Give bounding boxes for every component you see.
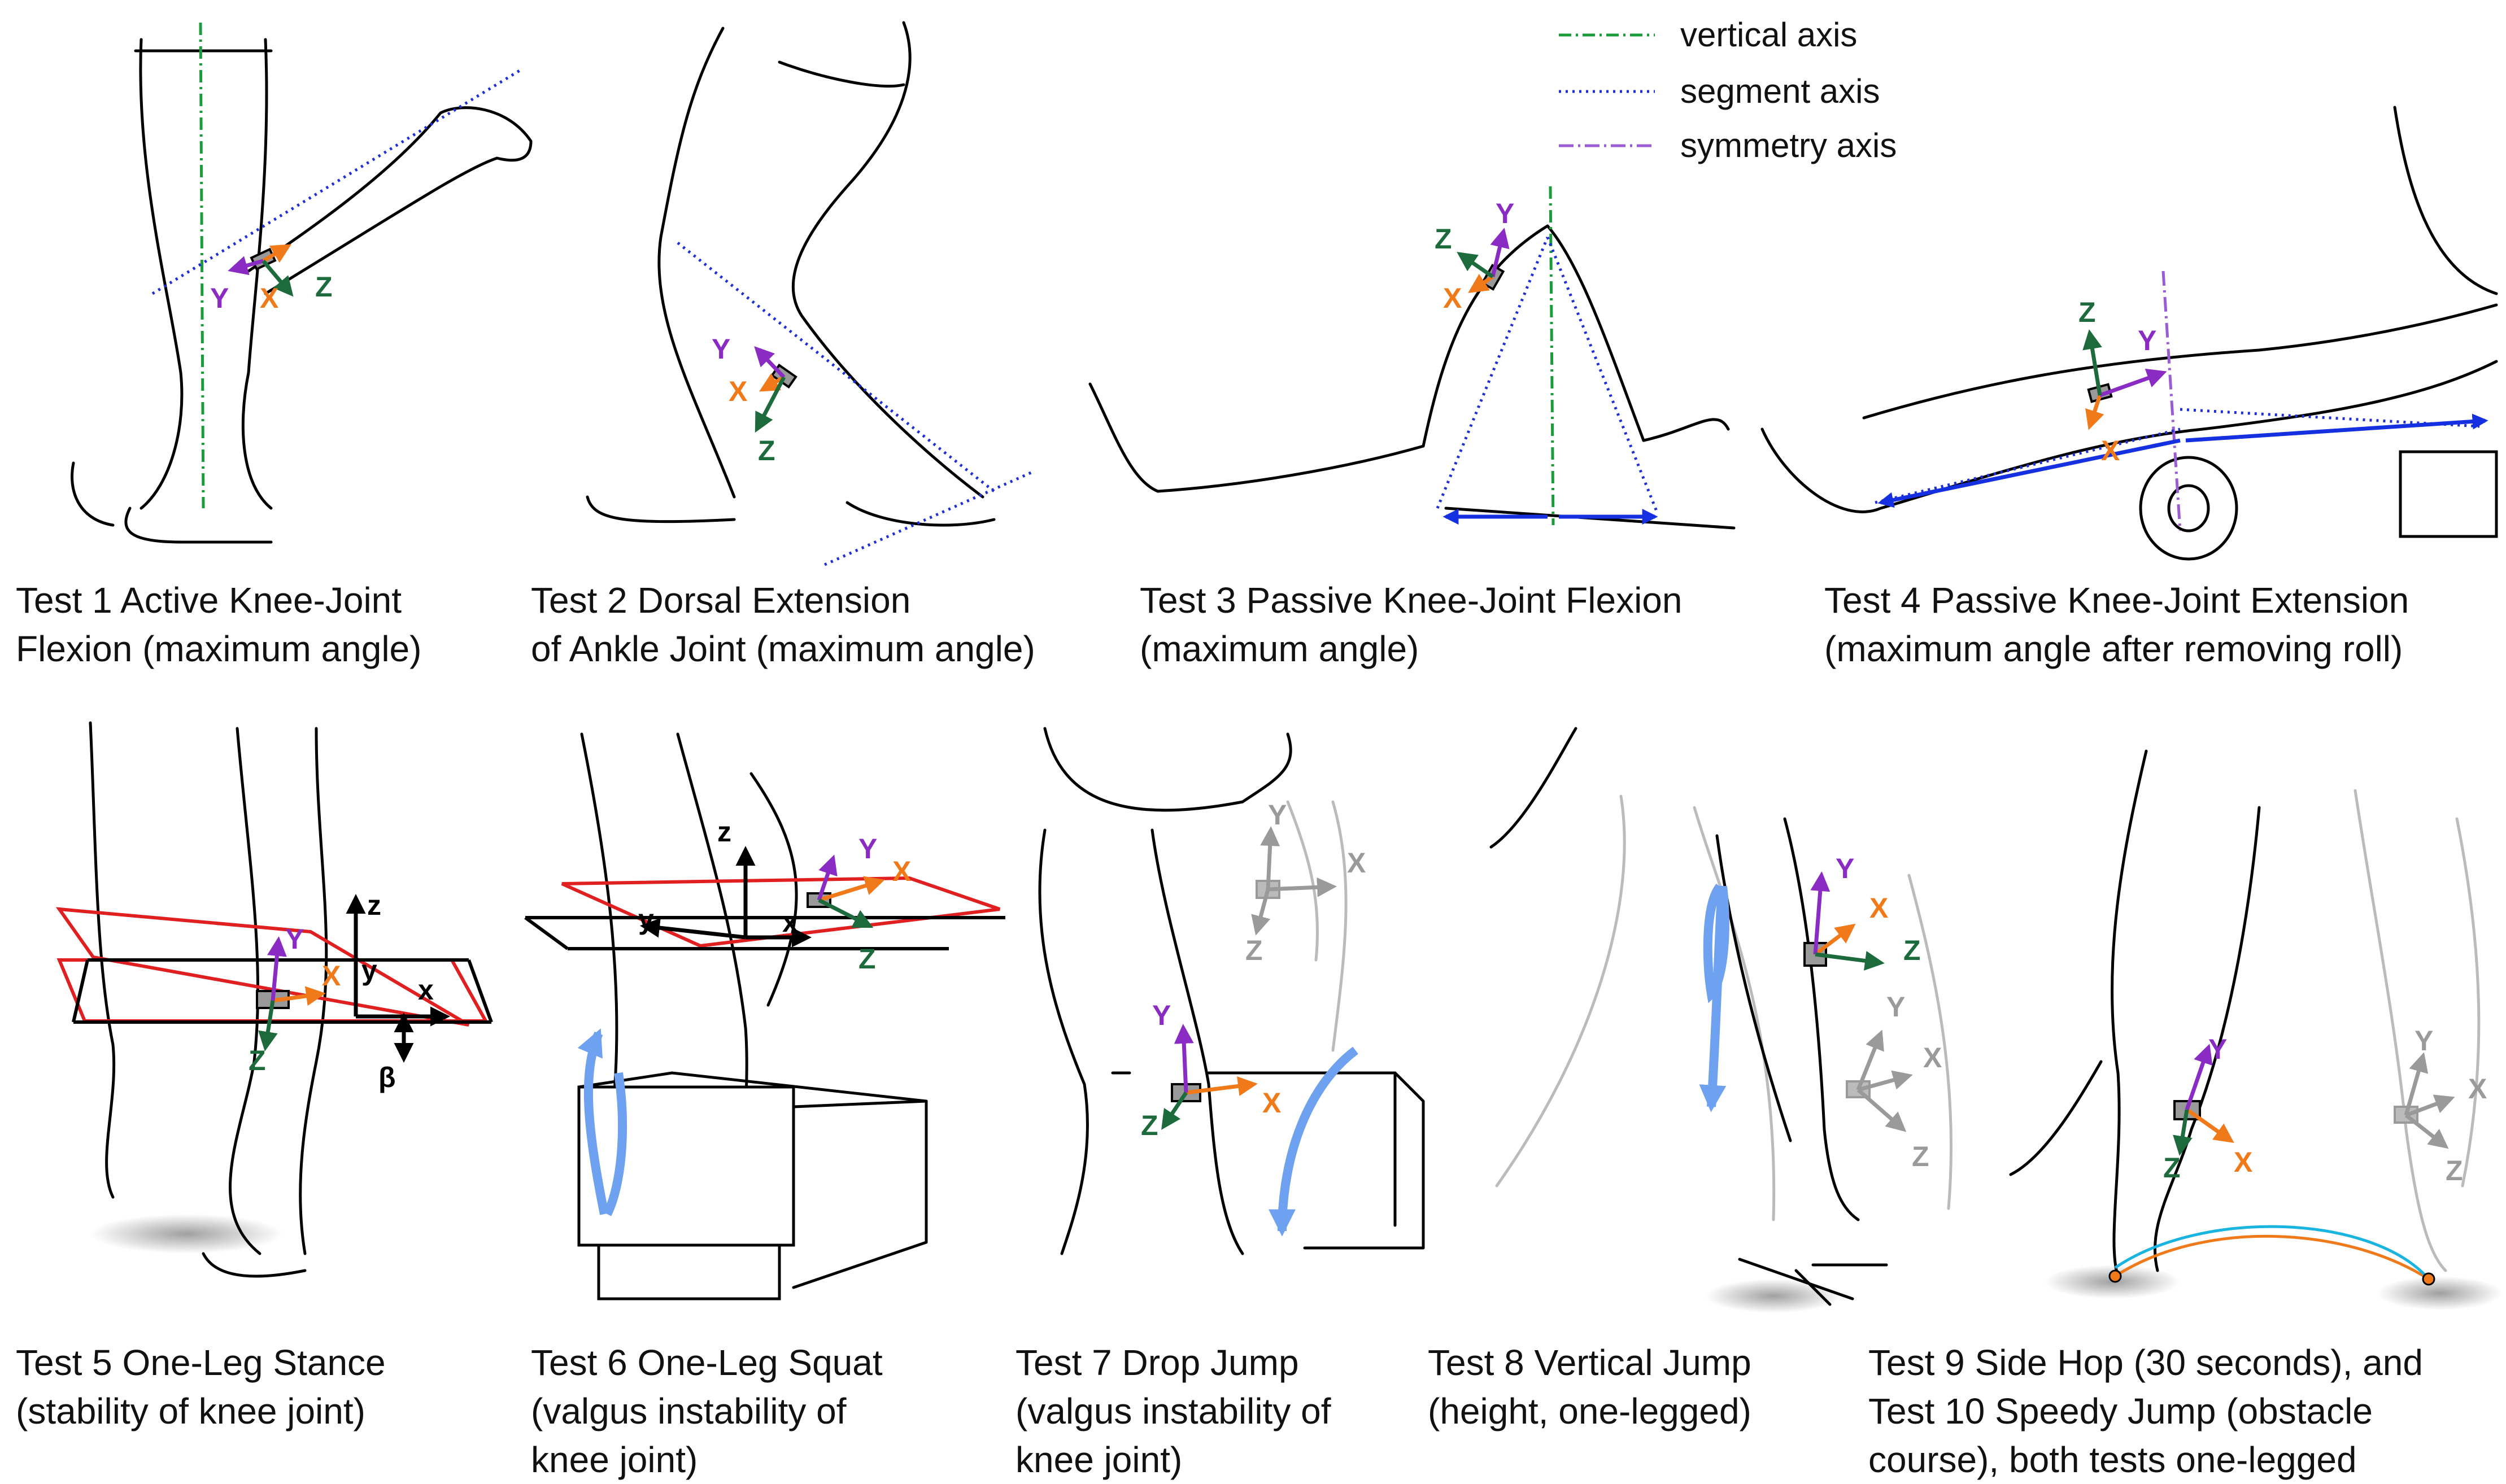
svg-text:y: y: [361, 954, 377, 986]
panel-test7-illustration: X Y Z X Y Z: [1038, 727, 1425, 1255]
panel-test4-illustration: X Y Z: [1760, 106, 2498, 561]
svg-text:Y: Y: [285, 923, 304, 955]
svg-text:Z: Z: [315, 271, 333, 303]
caption-test9: Test 9 Side Hop (30 seconds), and Test 1…: [1868, 1342, 2423, 1480]
svg-text:Y: Y: [1268, 799, 1287, 831]
svg-text:X: X: [1443, 282, 1462, 314]
caption-test6: Test 6 One-Leg Squat (valgus instability…: [531, 1342, 883, 1480]
svg-text:z: z: [367, 889, 381, 921]
legend-vertical-axis-label: vertical axis: [1680, 16, 1857, 54]
svg-text:x: x: [782, 906, 798, 938]
svg-text:Y: Y: [2208, 1033, 2227, 1065]
svg-text:X: X: [260, 282, 278, 314]
svg-text:X: X: [1869, 892, 1888, 924]
panel-test6-illustration: z y x X Y Z: [524, 732, 1005, 1300]
svg-text:Z: Z: [1903, 935, 1921, 966]
svg-text:Y: Y: [1886, 991, 1905, 1023]
svg-text:Y: Y: [1836, 853, 1854, 884]
svg-text:X: X: [729, 376, 747, 407]
svg-text:z: z: [717, 816, 731, 848]
legend: vertical axis segment axis symmetry axis: [1559, 16, 1897, 164]
svg-text:X: X: [322, 960, 341, 992]
caption-test4: Test 4 Passive Knee-Joint Extension (max…: [1824, 580, 2409, 669]
caption-test3: Test 3 Passive Knee-Joint Flexion (maxim…: [1140, 580, 1683, 669]
panel-test3-illustration: X Y Z: [1088, 186, 1736, 530]
svg-text:Z: Z: [2163, 1152, 2181, 1184]
svg-text:Y: Y: [210, 282, 229, 314]
panel-test9-illustration: X Y Z X Y Z: [2009, 749, 2502, 1310]
svg-text:X: X: [1923, 1042, 1942, 1073]
svg-text:x: x: [418, 974, 434, 1006]
svg-text:Z: Z: [858, 943, 876, 975]
caption-test7: Test 7 Drop Jump (valgus instability of …: [1016, 1342, 1331, 1480]
svg-text:y: y: [638, 904, 654, 935]
svg-text:X: X: [892, 856, 911, 887]
svg-text:Y: Y: [2415, 1025, 2433, 1057]
svg-text:Z: Z: [758, 435, 775, 466]
svg-text:β: β: [378, 1062, 396, 1093]
svg-text:Z: Z: [249, 1045, 266, 1076]
panel-test1-illustration: X Y Z: [71, 22, 533, 544]
legend-segment-axis-label: segment axis: [1680, 72, 1880, 110]
svg-text:Y: Y: [712, 333, 730, 365]
svg-text:Z: Z: [1141, 1110, 1158, 1141]
svg-text:X: X: [1347, 847, 1366, 879]
svg-text:X: X: [1262, 1087, 1281, 1119]
svg-text:X: X: [2101, 435, 2120, 466]
svg-text:Y: Y: [2138, 325, 2156, 356]
panel-test8-illustration: X Y Z X Y Z: [1489, 727, 1953, 1313]
caption-test2: Test 2 Dorsal Extension of Ankle Joint (…: [531, 580, 1035, 669]
caption-test5: Test 5 One-Leg Stance (stability of knee…: [16, 1342, 386, 1431]
panel-test2-illustration: X Y Z: [586, 21, 1035, 566]
svg-text:Y: Y: [1496, 198, 1514, 229]
caption-test1: Test 1 Active Knee-Joint Flexion (maximu…: [16, 580, 422, 669]
svg-text:Z: Z: [1435, 223, 1452, 255]
caption-test8: Test 8 Vertical Jump (height, one-legged…: [1428, 1342, 1751, 1431]
svg-text:Y: Y: [858, 833, 877, 865]
svg-text:Y: Y: [1152, 999, 1171, 1031]
svg-text:Z: Z: [2078, 296, 2096, 328]
svg-text:Z: Z: [2446, 1155, 2463, 1186]
svg-text:X: X: [2234, 1146, 2252, 1178]
svg-text:Z: Z: [1245, 935, 1263, 966]
svg-text:X: X: [2468, 1073, 2487, 1105]
svg-text:Z: Z: [1912, 1141, 1929, 1172]
legend-symmetry-axis-label: symmetry axis: [1680, 126, 1897, 164]
panel-test5-illustration: z y x β X Y Z: [55, 721, 493, 1278]
